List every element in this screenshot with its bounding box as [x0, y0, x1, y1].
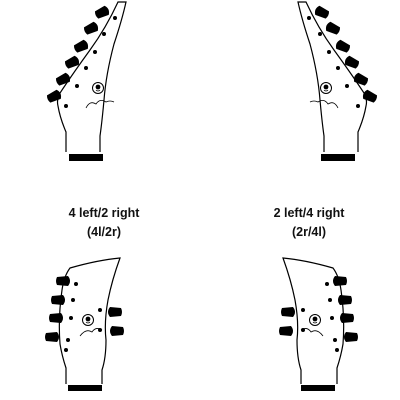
label-2l-4r-line1: 2 left/4 right	[274, 206, 346, 220]
nut	[301, 385, 335, 391]
post-holes	[64, 16, 117, 108]
headstock-6-left	[45, 1, 127, 161]
headstock-outline	[282, 257, 345, 384]
post-holes	[64, 282, 102, 352]
logo-emblem-icon	[309, 314, 321, 326]
logo-emblem-icon	[320, 82, 332, 94]
headstock-4l-2r	[45, 257, 124, 391]
brand-script	[300, 328, 324, 337]
logo-emblem-icon	[92, 82, 104, 94]
headstock-outline	[297, 1, 368, 152]
post-holes	[307, 16, 360, 108]
label-2l-4r: 2 left/4 right (2r/4l)	[274, 206, 346, 239]
nut	[68, 385, 102, 391]
brand-script	[309, 100, 339, 109]
nut	[69, 154, 103, 161]
label-4l-2r: 4 left/2 right (4l/2r)	[69, 206, 141, 239]
label-2l-4r-line2: (2r/4l)	[292, 225, 326, 239]
label-4l-2r-line2: (4l/2r)	[87, 225, 121, 239]
logo-emblem-icon	[82, 314, 94, 326]
headstock-6-right	[297, 1, 379, 161]
brand-script	[85, 100, 115, 109]
brand-script	[79, 328, 103, 337]
label-4l-2r-line1: 4 left/2 right	[69, 206, 141, 220]
headstock-2l-4r	[279, 257, 358, 391]
headstock-outline	[58, 257, 121, 384]
nut	[321, 154, 355, 161]
headstock-outline	[56, 1, 127, 152]
